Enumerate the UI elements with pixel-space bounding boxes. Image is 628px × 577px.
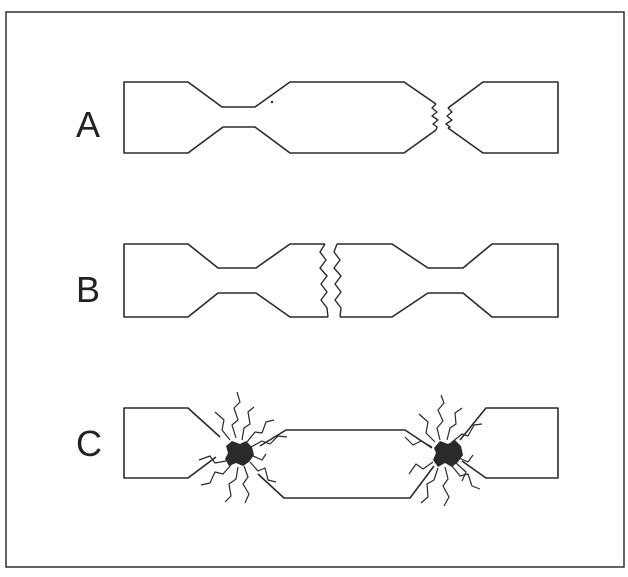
left-spark [200,464,232,486]
row-b: B [76,243,559,318]
right-spark [408,461,434,475]
left-spark [231,391,241,439]
fuse-b-right-part [337,243,559,318]
right-spark [418,413,436,443]
row-c: C [76,391,559,507]
left-spark [224,466,239,503]
fuse-c-left-cap [123,407,221,479]
fuse-b-left-part [123,243,328,318]
right-spark [458,454,474,463]
row-a: A [76,81,559,154]
left-spark [250,435,288,448]
right-arc-burst [404,394,483,507]
fuse-b-crack-right [333,243,342,318]
right-spark [404,436,433,448]
fuse-b-crack-left [319,243,329,318]
left-burn-mark [225,441,254,466]
left-spark [241,406,255,441]
label-b: B [76,269,100,310]
right-spark [446,407,463,441]
fuse-a-speck [270,100,274,104]
left-spark [214,411,231,441]
right-burn-mark [433,440,463,467]
left-spark [242,465,250,504]
right-spark [455,462,467,482]
fuse-c-right-cap [459,407,559,479]
left-spark [246,419,275,443]
fuse-a-right-part [447,81,559,154]
left-spark [249,461,277,483]
right-spark [420,467,439,504]
left-arc-burst [198,391,288,504]
fuse-c-middle [257,429,435,499]
right-spark [436,394,445,441]
fuse-a-left-part [123,81,437,154]
fuse-a-crack-right [445,107,453,129]
fuse-a-crack-left [431,103,439,131]
figure-frame [5,11,625,568]
right-spark [442,466,450,507]
right-spark [451,423,483,443]
left-spark [252,453,267,461]
left-spark [198,455,227,464]
label-c: C [76,423,102,464]
right-spark [451,465,481,490]
label-a: A [76,104,100,145]
